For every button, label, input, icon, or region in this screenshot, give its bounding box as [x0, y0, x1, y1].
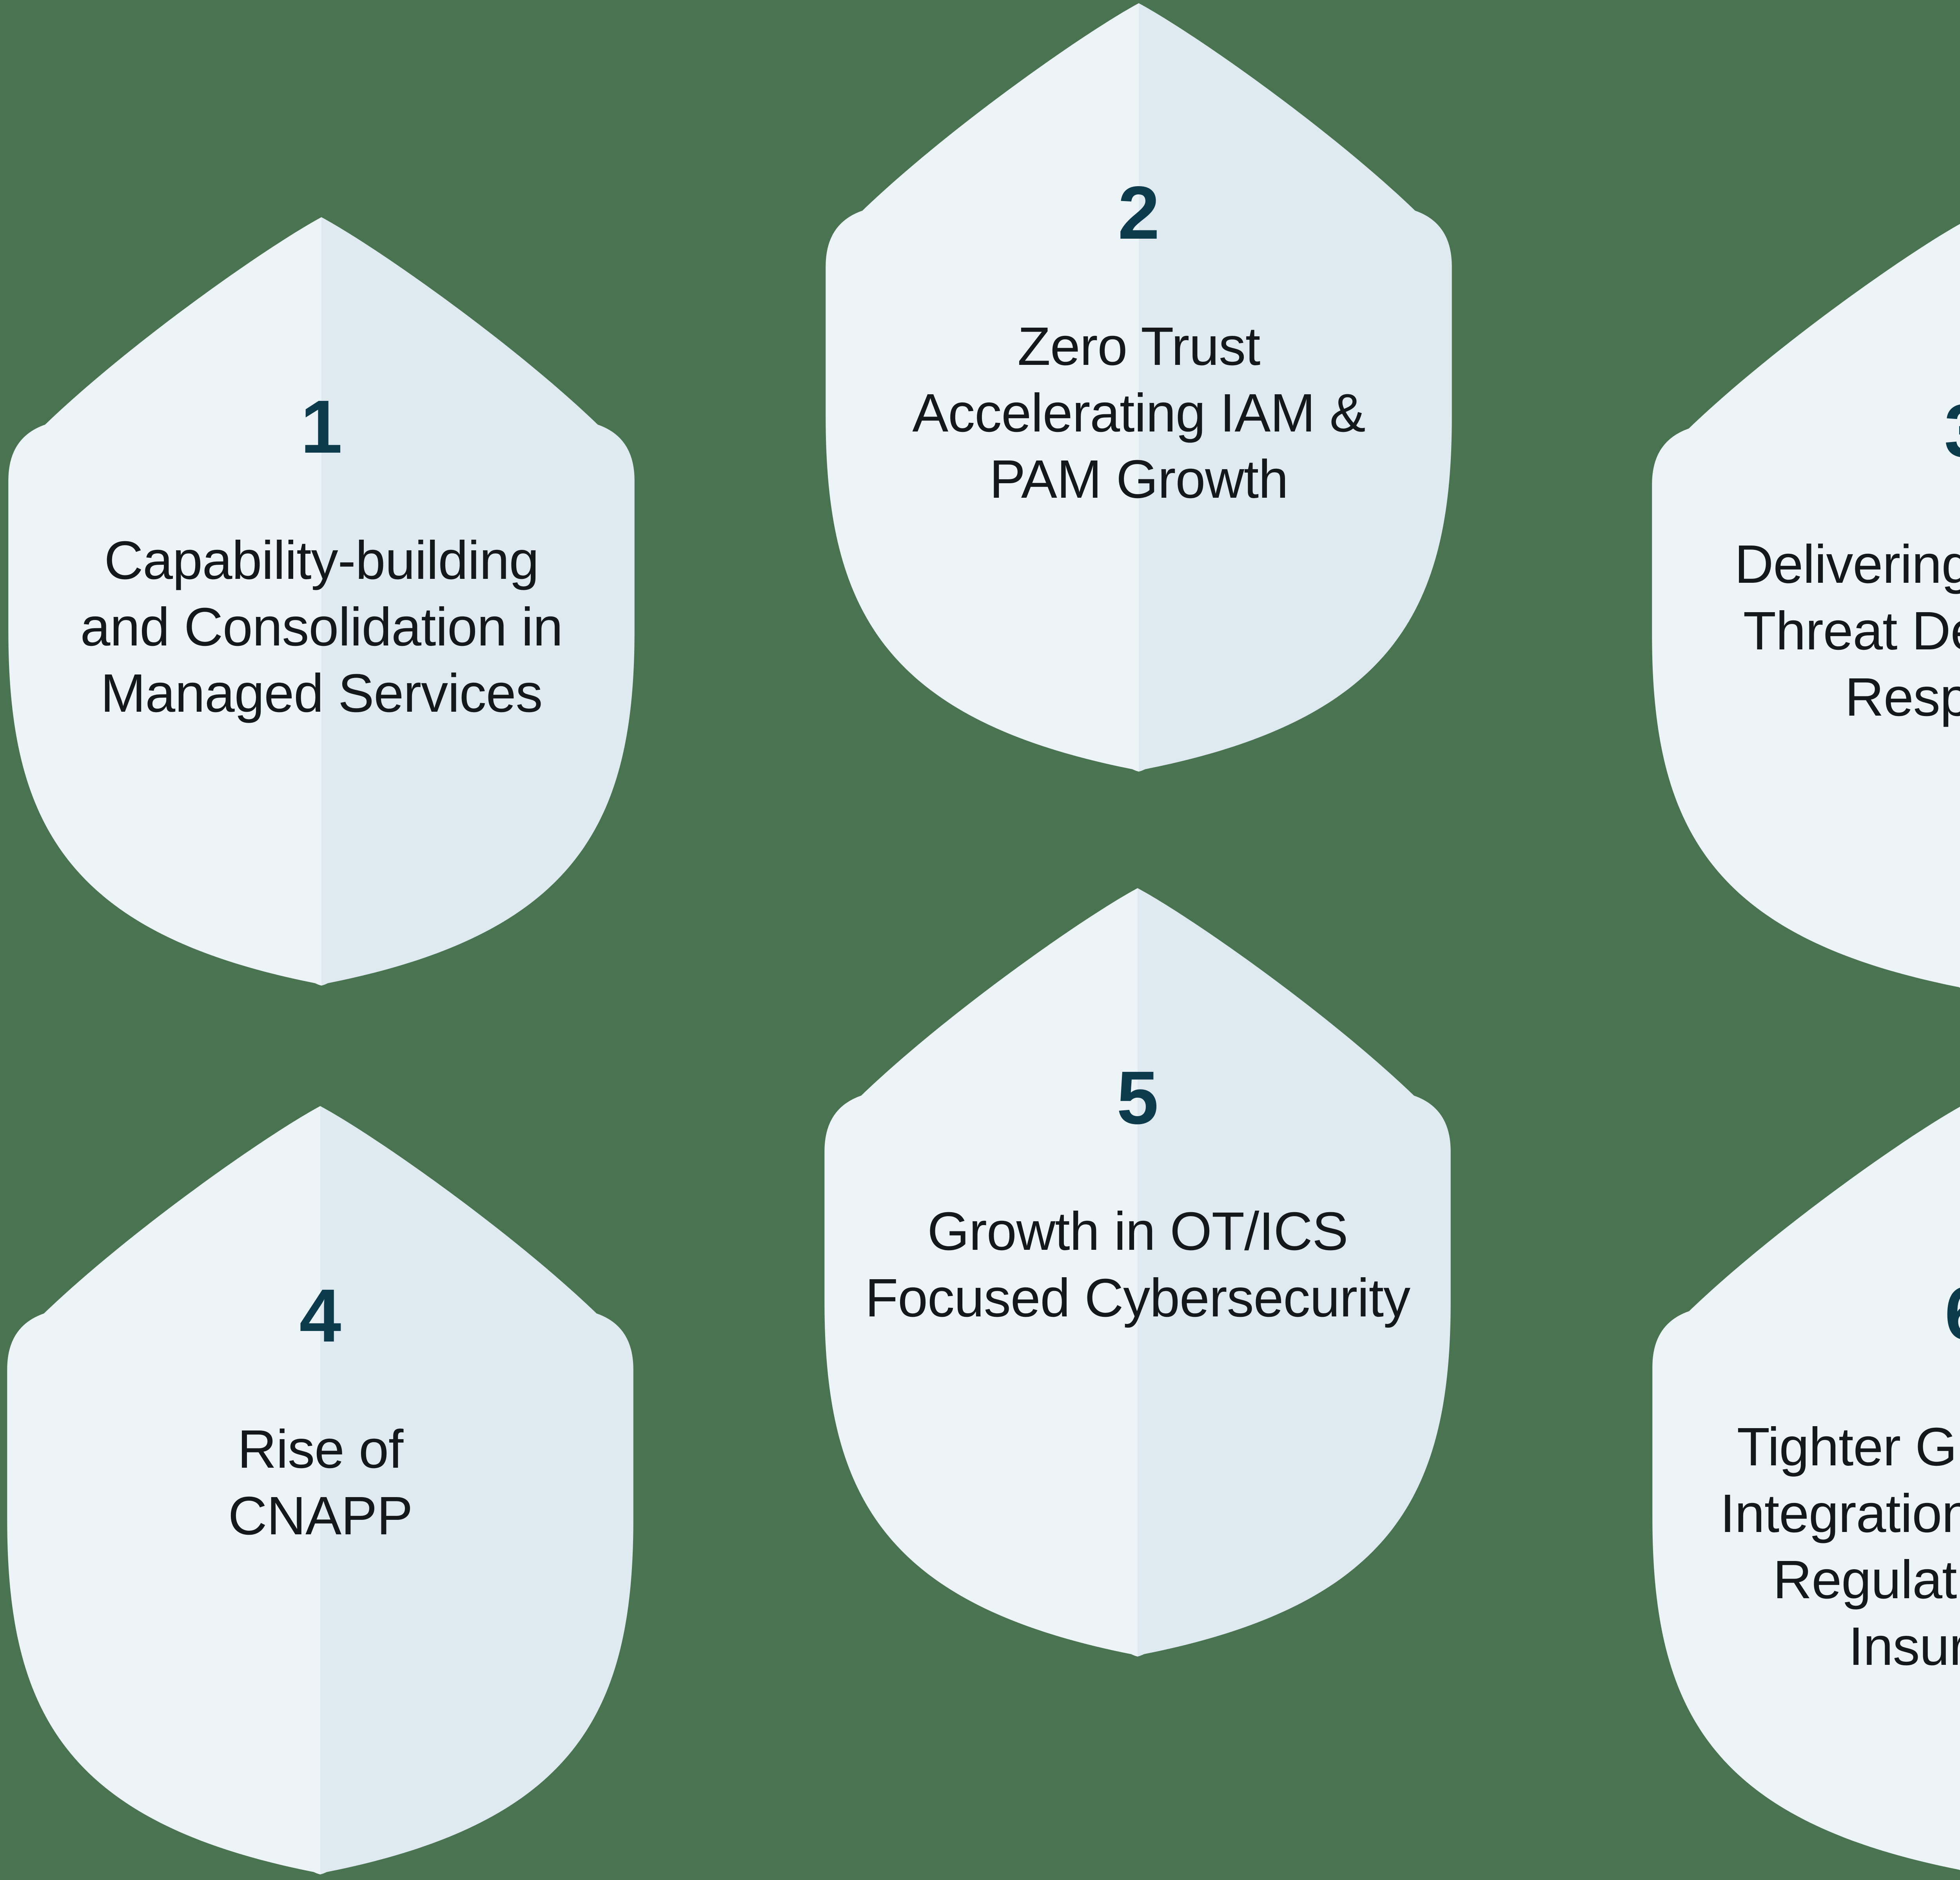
shield-left-half — [7, 1106, 321, 1875]
shield-icon — [1652, 224, 1960, 988]
shield-number: 2 — [1118, 170, 1160, 255]
shield-card-2: 2 Zero Trust Accelerating IAM & PAM Grow… — [819, 2, 1458, 776]
shield-left-half — [1652, 1106, 1960, 1870]
shield-left-half — [8, 217, 322, 986]
shield-title: Tighter GRC-Cyber Integration Driven by … — [1720, 1416, 1960, 1677]
shield-left-half — [826, 3, 1139, 772]
shield-right-half — [321, 217, 635, 986]
shield-number: 3 — [1944, 393, 1960, 468]
shield-card-4: 4 Rise of CNAPP — [1, 1104, 640, 1878]
shield-icon — [826, 3, 1452, 772]
shield-title: Delivering AI-driven Threat Detection & … — [1734, 534, 1960, 728]
shield-left-half — [824, 888, 1138, 1657]
shield-card-1: 1 Capability-building and Consolidation … — [2, 216, 641, 990]
shield-left-half — [1652, 224, 1960, 988]
shield-icon — [7, 1106, 633, 1875]
shield-icon — [824, 888, 1451, 1657]
shield-icon — [8, 217, 635, 986]
shield-card-6: 6 Tighter GRC-Cyber Integration Driven b… — [1646, 1102, 1960, 1876]
shield-right-half — [1138, 888, 1451, 1657]
shield-number: 1 — [300, 384, 343, 469]
shield-title: Growth in OT/ICS Focused Cybersecurity — [865, 1201, 1410, 1328]
shield-title: Capability-building and Consolidation in… — [80, 530, 563, 724]
shield-card-3: 3 Delivering AI-driven Threat Detection … — [1646, 219, 1960, 993]
shield-number: 5 — [1116, 1055, 1159, 1140]
shield-title: Zero Trust Accelerating IAM & PAM Growth — [912, 316, 1365, 510]
shield-card-5: 5 Growth in OT/ICS Focused Cybersecurity — [818, 887, 1457, 1661]
shield-icon — [1652, 1106, 1960, 1870]
shield-number: 6 — [1945, 1276, 1960, 1351]
shield-number: 4 — [299, 1273, 341, 1358]
shield-title: Rise of CNAPP — [228, 1419, 413, 1546]
shield-right-half — [320, 1106, 633, 1875]
shield-right-half — [1139, 3, 1452, 772]
